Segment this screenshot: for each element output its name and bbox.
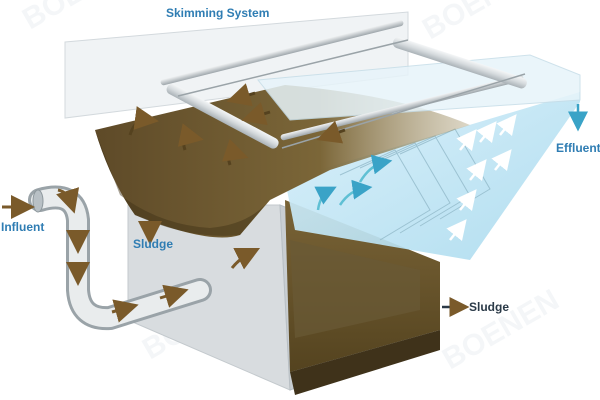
skimmer-cable <box>177 39 409 97</box>
sludge-surface <box>95 85 470 238</box>
influent-flow-arrows <box>2 187 261 323</box>
skimmer-arm-right <box>392 37 527 89</box>
sludge-lower-label: Sludge <box>469 300 509 314</box>
arrow-up-icon <box>446 219 467 242</box>
sludge-shadow <box>95 130 265 236</box>
arrow-up-icon <box>466 159 487 182</box>
scum-flow-arrows <box>128 83 346 245</box>
arrow-up-icon <box>496 114 517 137</box>
sludge-upper-label: Sludge <box>133 237 173 251</box>
clean-water-arrows <box>446 114 517 242</box>
pipe-inlet <box>32 189 44 213</box>
arrow-up-icon <box>491 149 512 172</box>
title-label: Skimming System <box>166 6 269 20</box>
curved-arrow-icon <box>338 179 373 206</box>
arrow-up-icon <box>456 129 477 152</box>
arrow-left-icon <box>241 102 271 126</box>
arrow-up-icon <box>476 121 497 144</box>
arrow-down-icon <box>56 187 80 214</box>
curved-arrow-icon <box>358 154 393 183</box>
watermark-text: BOENEN <box>437 283 565 376</box>
arrow-up-icon <box>230 247 261 270</box>
sludge-bed <box>290 240 420 338</box>
curved-arrow-icon <box>221 138 249 166</box>
influent-label: Influent <box>1 220 44 234</box>
arrow-left-icon <box>316 120 346 144</box>
watermark-text: BOENEN <box>17 0 145 36</box>
curved-arrow-icon <box>177 123 204 151</box>
arrow-up-icon <box>456 189 477 212</box>
skimmer-rail-back <box>160 20 404 86</box>
skimmer-rails <box>160 20 527 149</box>
arrow-right-icon <box>159 284 189 308</box>
arrow-left-icon <box>226 83 256 107</box>
watermark-text: BOENEN <box>417 0 545 46</box>
curved-arrow-icon <box>128 106 159 136</box>
settling-flow-arrows <box>314 154 393 211</box>
curved-arrow-icon <box>314 186 337 211</box>
arrow-right-icon <box>111 299 139 323</box>
skimmer-arm-left <box>166 83 279 149</box>
sludge-hopper-edge <box>290 330 440 395</box>
effluent-label: Effluent <box>556 141 600 155</box>
